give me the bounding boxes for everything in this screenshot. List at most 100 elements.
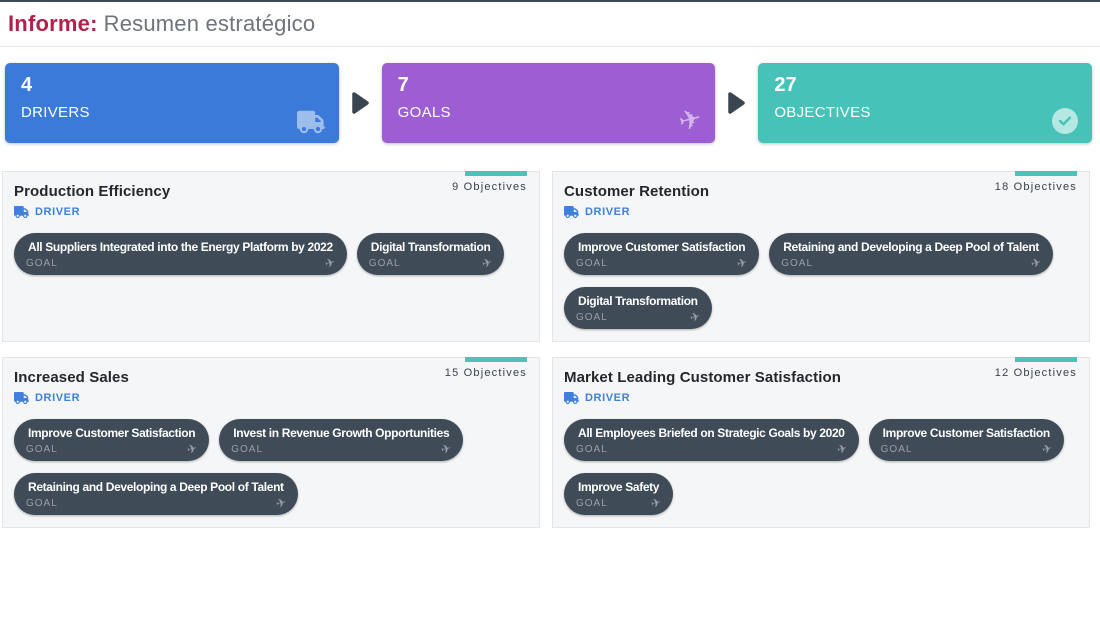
goal-tag-label: GOAL	[880, 443, 913, 455]
goal-meta: GOAL ✈	[24, 440, 199, 458]
goal-meta: GOAL ✈	[24, 254, 337, 272]
objectives-count-label: 18 Objectives	[994, 181, 1077, 193]
goal-meta: GOAL ✈	[779, 254, 1043, 272]
goal-list: All Employees Briefed on Strategic Goals…	[564, 419, 1078, 515]
goal-title: Retaining and Developing a Deep Pool of …	[783, 240, 1039, 254]
objectives-count: 27	[774, 74, 797, 96]
goal-meta: GOAL ✈	[574, 308, 702, 326]
objectives-count-label: 15 Objectives	[444, 367, 527, 379]
goal-title: Invest in Revenue Growth Opportunities	[233, 426, 450, 440]
plane-icon: ✈	[274, 494, 288, 512]
plane-icon: ✈	[480, 254, 494, 272]
flow-arrow-icon	[352, 91, 369, 115]
goal-pill[interactable]: Digital Transformation GOAL ✈	[356, 233, 505, 275]
objectives-count-label: 9 Objectives	[452, 181, 527, 193]
driver-title: Increased Sales	[14, 369, 129, 386]
plane-icon: ✈	[675, 102, 705, 138]
goal-meta: GOAL ✈	[24, 494, 288, 512]
objectives-label: OBJECTIVES	[774, 104, 871, 121]
summary-stats-row: 4 DRIVERS 7 GOALS ✈ 27 OBJECTIVES	[0, 47, 1100, 143]
goal-pill[interactable]: Improve Safety GOAL ✈	[564, 473, 674, 515]
goal-title: Digital Transformation	[578, 294, 698, 308]
driver-tag: DRIVER	[564, 206, 1078, 218]
goal-pill[interactable]: Digital Transformation GOAL ✈	[564, 287, 712, 329]
goal-title: All Employees Briefed on Strategic Goals…	[578, 426, 845, 440]
goal-title: Digital Transformation	[370, 240, 491, 254]
truck-icon	[14, 392, 29, 404]
plane-icon: ✈	[323, 254, 337, 272]
plane-icon: ✈	[735, 254, 749, 272]
goal-tag-label: GOAL	[576, 257, 608, 269]
driver-tag-label: DRIVER	[585, 392, 631, 404]
truck-icon	[14, 206, 29, 218]
driver-tag: DRIVER	[14, 392, 528, 404]
goal-tag-label: GOAL	[576, 443, 608, 455]
goal-title: Improve Customer Satisfaction	[28, 426, 196, 440]
goal-list: All Suppliers Integrated into the Energy…	[14, 233, 528, 275]
goal-tag-label: GOAL	[26, 257, 58, 269]
plane-icon: ✈	[835, 440, 849, 458]
driver-tag: DRIVER	[564, 392, 1078, 404]
page-title: Informe:Resumen estratégico	[8, 11, 1090, 37]
goal-pill[interactable]: Improve Customer Satisfaction GOAL ✈	[564, 233, 760, 275]
driver-card-customer-retention: 18 Objectives Customer Retention DRIVER …	[552, 171, 1090, 342]
driver-tag: DRIVER	[14, 206, 528, 218]
goal-meta: GOAL ✈	[574, 495, 663, 511]
driver-tag-label: DRIVER	[585, 206, 631, 218]
goal-tag-label: GOAL	[368, 257, 401, 269]
plane-icon: ✈	[439, 440, 453, 458]
goal-tag-label: GOAL	[231, 443, 264, 455]
truck-icon	[297, 110, 325, 134]
goal-pill[interactable]: Retaining and Developing a Deep Pool of …	[769, 233, 1053, 275]
goal-tag-label: GOAL	[781, 257, 814, 269]
goal-pill[interactable]: Retaining and Developing a Deep Pool of …	[14, 473, 298, 515]
goal-pill[interactable]: All Suppliers Integrated into the Energy…	[14, 233, 347, 275]
objectives-progress-bar	[465, 171, 527, 176]
driver-tag-label: DRIVER	[35, 392, 81, 404]
goal-pill[interactable]: All Employees Briefed on Strategic Goals…	[564, 419, 859, 461]
report-header: Informe:Resumen estratégico	[0, 2, 1100, 47]
goal-tag-label: GOAL	[26, 443, 58, 455]
goal-meta: GOAL ✈	[229, 440, 453, 458]
goal-pill[interactable]: Improve Customer Satisfaction GOAL ✈	[868, 419, 1064, 461]
goal-meta: GOAL ✈	[367, 254, 495, 272]
plane-icon: ✈	[1029, 254, 1043, 272]
driver-card-production-efficiency: 9 Objectives Production Efficiency DRIVE…	[2, 171, 540, 342]
driver-title: Market Leading Customer Satisfaction	[564, 369, 841, 386]
goal-tag-label: GOAL	[26, 497, 58, 509]
goals-stat-card[interactable]: 7 GOALS ✈	[381, 63, 716, 143]
driver-title: Production Efficiency	[14, 183, 171, 200]
goal-meta: GOAL ✈	[879, 441, 1054, 457]
goal-meta: GOAL ✈	[574, 440, 849, 458]
report-title: Resumen estratégico	[103, 11, 316, 36]
truck-icon	[564, 392, 579, 404]
drivers-stat-card[interactable]: 4 DRIVERS	[5, 63, 339, 143]
goal-list: Improve Customer Satisfaction GOAL ✈ Inv…	[14, 419, 528, 515]
objectives-stat-card[interactable]: 27 OBJECTIVES	[758, 63, 1093, 143]
driver-card-market-leading-customer-satisfaction: 12 Objectives Market Leading Customer Sa…	[552, 357, 1090, 528]
goal-title: Improve Customer Satisfaction	[578, 240, 746, 254]
goal-title: Retaining and Developing a Deep Pool of …	[28, 480, 284, 494]
drivers-count: 4	[21, 74, 33, 96]
report-label: Informe:	[8, 11, 98, 36]
goal-meta: GOAL ✈	[574, 254, 749, 272]
objectives-progress-bar	[1015, 171, 1077, 176]
drivers-label: DRIVERS	[21, 104, 90, 121]
driver-tag-label: DRIVER	[35, 206, 81, 218]
goal-pill[interactable]: Improve Customer Satisfaction GOAL ✈	[14, 419, 210, 461]
check-circle-icon	[1052, 108, 1078, 134]
flow-arrow-icon	[728, 91, 745, 115]
goal-list: Improve Customer Satisfaction GOAL ✈ Ret…	[564, 233, 1078, 329]
goal-tag-label: GOAL	[576, 311, 608, 323]
goal-title: Improve Customer Satisfaction	[882, 426, 1051, 440]
objectives-progress-bar	[465, 357, 527, 362]
plane-icon: ✈	[688, 308, 702, 326]
goal-tag-label: GOAL	[576, 497, 608, 509]
objectives-badge: 12 Objectives	[995, 357, 1077, 381]
goal-pill[interactable]: Invest in Revenue Growth Opportunities G…	[219, 419, 464, 461]
objectives-progress-bar	[1015, 357, 1077, 362]
plane-icon: ✈	[185, 440, 199, 458]
goal-title: All Suppliers Integrated into the Energy…	[28, 240, 333, 254]
goals-count: 7	[397, 74, 409, 96]
objectives-badge: 15 Objectives	[445, 357, 527, 381]
